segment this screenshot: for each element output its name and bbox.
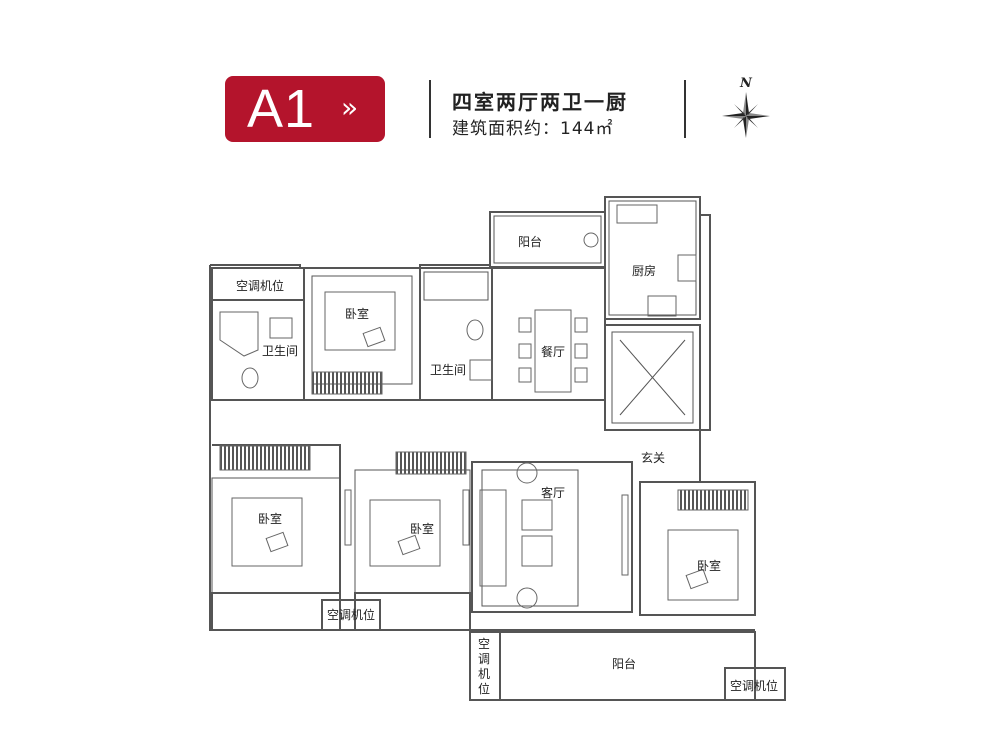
label-living: 客厅 (541, 485, 565, 500)
label-ac-bottom-middle: 空调机位 (327, 607, 375, 622)
label-ac-vertical-4: 位 (478, 681, 490, 696)
compass-star-icon (722, 92, 770, 138)
label-bedroom-top: 卧室 (345, 306, 369, 321)
area-label: 建筑面积约： (452, 119, 560, 139)
label-ac-vertical-1: 空 (478, 637, 490, 651)
label-bedroom-left: 卧室 (258, 511, 282, 526)
label-foyer: 玄关 (641, 450, 665, 465)
label-dining: 餐厅 (541, 344, 565, 359)
double-chevron-icon: » (341, 91, 359, 124)
label-kitchen: 厨房 (632, 263, 656, 278)
unit-type-badge: A1 » (225, 76, 385, 142)
label-balcony-top: 阳台 (518, 234, 542, 249)
label-ac-vertical-3: 机 (478, 667, 490, 681)
furniture (219, 204, 749, 609)
header-divider-right (684, 80, 686, 138)
label-bath-middle: 卫生间 (430, 363, 466, 377)
walls (209, 196, 786, 701)
label-ac-bottom-right: 空调机位 (730, 678, 778, 693)
header-divider-left (429, 80, 431, 138)
area-value: 144㎡ (560, 119, 614, 139)
label-ac-top-left: 空调机位 (236, 278, 284, 293)
label-ac-vertical-2: 调 (478, 652, 490, 666)
area-row: 建筑面积约：144㎡ (452, 114, 613, 139)
layout-title: 四室两厅两卫一厨 (452, 90, 628, 114)
label-bath-left: 卫生间 (262, 344, 298, 358)
unit-code: A1 (247, 79, 316, 139)
compass-rose-icon: N (720, 76, 772, 138)
label-bedroom-middle: 卧室 (410, 521, 434, 536)
label-balcony-bottom: 阳台 (612, 656, 636, 671)
compass-north-label: N (740, 76, 752, 91)
label-bedroom-right: 卧室 (697, 558, 721, 573)
